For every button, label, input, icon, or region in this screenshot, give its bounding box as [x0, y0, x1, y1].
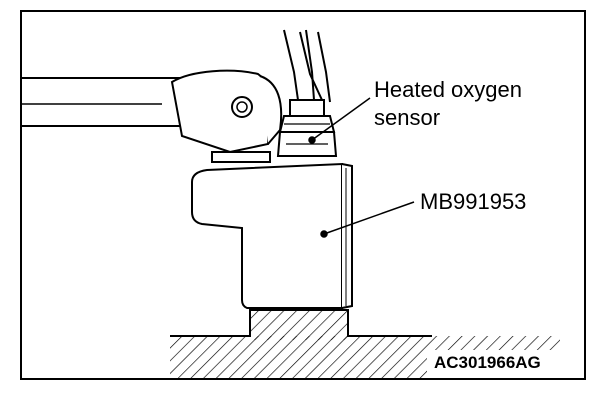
illustration-frame: Heated oxygen sensor MB991953 AC301966AG — [20, 10, 586, 380]
sensor-body — [276, 99, 338, 157]
sensor-wires — [283, 29, 331, 103]
tool-callout: MB991953 — [420, 189, 527, 214]
wrench — [22, 69, 283, 163]
sensor-callout-line2: sensor — [374, 105, 441, 130]
figure-code: AC301966AG — [432, 353, 543, 373]
special-tool — [191, 162, 353, 309]
diagram-svg — [22, 29, 577, 378]
sensor-callout-line1: Heated oxygen — [374, 77, 522, 102]
leader-lines — [308, 97, 415, 238]
